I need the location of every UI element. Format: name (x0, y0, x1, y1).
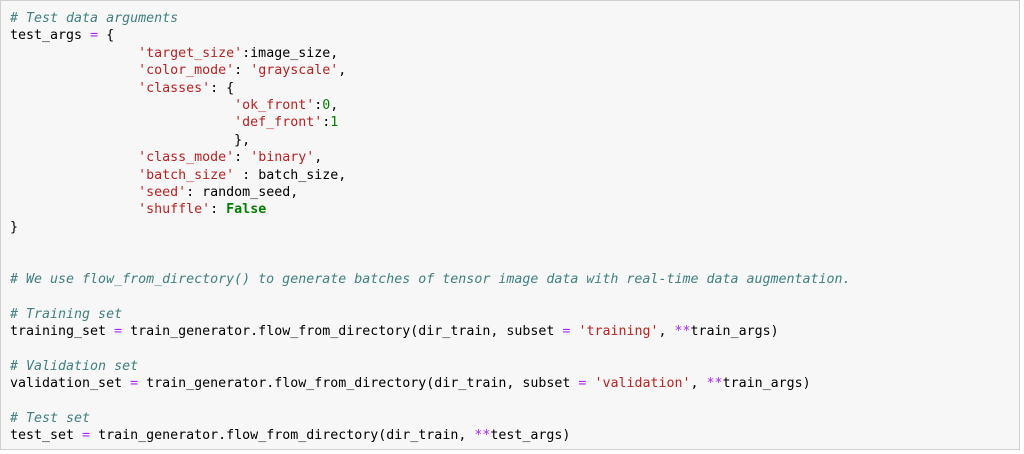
operator-token: = (130, 376, 139, 392)
code-token: test_args (10, 28, 91, 44)
code-token (10, 150, 138, 165)
code-line: # Test data arguments (10, 10, 1019, 27)
code-token (10, 202, 138, 217)
code-token: test_set (10, 428, 83, 444)
operator-token: = (114, 324, 123, 340)
comment-token: # Training set (10, 306, 123, 322)
code-token (10, 115, 234, 130)
code-token: : (314, 97, 323, 113)
string-token: 'ok_front' (234, 97, 315, 113)
code-line: 'seed': random_seed, (10, 184, 1019, 201)
code-line: test_set = train_generator.flow_from_dir… (10, 427, 1019, 444)
code-line (10, 340, 1019, 357)
comment-token: # Test data arguments (10, 11, 179, 26)
code-token: : (234, 63, 251, 79)
string-token: 'seed' (138, 184, 187, 200)
code-token: { (98, 28, 115, 44)
code-line (10, 393, 1019, 410)
code-line: 'batch_size' : batch_size, (10, 167, 1019, 184)
keyword-token: False (226, 202, 267, 218)
code-line: 'def_front':1 (10, 114, 1019, 131)
comment-token: # Validation set (10, 358, 139, 374)
code-token: train_generator.flow_from_directory(dir_… (122, 324, 563, 340)
code-line (10, 288, 1019, 305)
code-line: 'target_size':image_size, (10, 45, 1019, 62)
comment-token: # Test set (10, 410, 91, 426)
string-token: 'shuffle' (138, 202, 211, 218)
code-token (10, 81, 138, 96)
code-token: train_generator.flow_from_directory(dir_… (138, 376, 579, 392)
number-token: 1 (330, 115, 339, 131)
code-token: test_args) (490, 428, 571, 444)
code-line: # Validation set (10, 358, 1019, 375)
operator-token: ** (674, 324, 691, 340)
operator-token: = (82, 428, 91, 444)
string-token: 'def_front' (234, 115, 323, 131)
code-token (10, 46, 138, 61)
string-token: 'color_mode' (138, 63, 235, 79)
code-token: train_generator.flow_from_directory(dir_… (90, 428, 475, 444)
code-line: test_args = { (10, 27, 1019, 44)
code-line: 'color_mode': 'grayscale', (10, 62, 1019, 79)
code-line: # Test set (10, 410, 1019, 427)
code-token (10, 168, 138, 183)
operator-token: = (90, 28, 99, 44)
code-line (10, 236, 1019, 253)
code-token: : random_seed, (186, 184, 299, 200)
operator-token: = (578, 376, 587, 392)
string-token: 'classes' (138, 80, 211, 96)
string-token: 'grayscale' (250, 63, 339, 79)
operator-token: = (562, 324, 571, 340)
code-token: }, (10, 132, 251, 148)
string-token: 'training' (578, 324, 659, 340)
code-line: 'class_mode': 'binary', (10, 149, 1019, 166)
code-token: train_args) (690, 324, 779, 340)
code-line: validation_set = train_generator.flow_fr… (10, 375, 1019, 392)
code-line: # We use flow_from_directory() to genera… (10, 271, 1019, 288)
code-token: , (338, 63, 347, 79)
code-line (10, 253, 1019, 270)
code-line: } (10, 219, 1019, 236)
code-token: validation_set (10, 376, 131, 392)
code-token: : batch_size, (234, 167, 347, 183)
code-token: } (10, 219, 19, 235)
code-token: : (234, 150, 251, 166)
code-token: , (314, 150, 323, 166)
code-token (10, 185, 138, 200)
code-token (10, 63, 138, 78)
operator-token: ** (706, 376, 723, 392)
number-token: 0 (322, 97, 331, 113)
code-token: : (322, 115, 331, 131)
code-line: 'shuffle': False (10, 201, 1019, 218)
string-token: 'batch_size' (138, 167, 235, 183)
string-token: 'target_size' (138, 45, 243, 61)
code-line: 'ok_front':0, (10, 97, 1019, 114)
code-token (10, 98, 234, 113)
code-token: : (210, 202, 227, 218)
string-token: 'binary' (250, 150, 315, 166)
code-token: : { (210, 80, 235, 96)
operator-token: ** (474, 428, 491, 444)
code-token: training_set (10, 324, 115, 340)
code-token: :image_size, (242, 45, 339, 61)
code-token: , (330, 97, 339, 113)
code-line: }, (10, 132, 1019, 149)
string-token: 'class_mode' (138, 150, 235, 166)
comment-token: # We use flow_from_directory() to genera… (10, 271, 851, 287)
code-line: 'classes': { (10, 80, 1019, 97)
code-line: training_set = train_generator.flow_from… (10, 323, 1019, 340)
code-token: , (690, 376, 707, 392)
code-token: train_args) (722, 376, 811, 392)
string-token: 'validation' (594, 376, 691, 392)
code-token: , (658, 324, 675, 340)
code-line: # Training set (10, 306, 1019, 323)
